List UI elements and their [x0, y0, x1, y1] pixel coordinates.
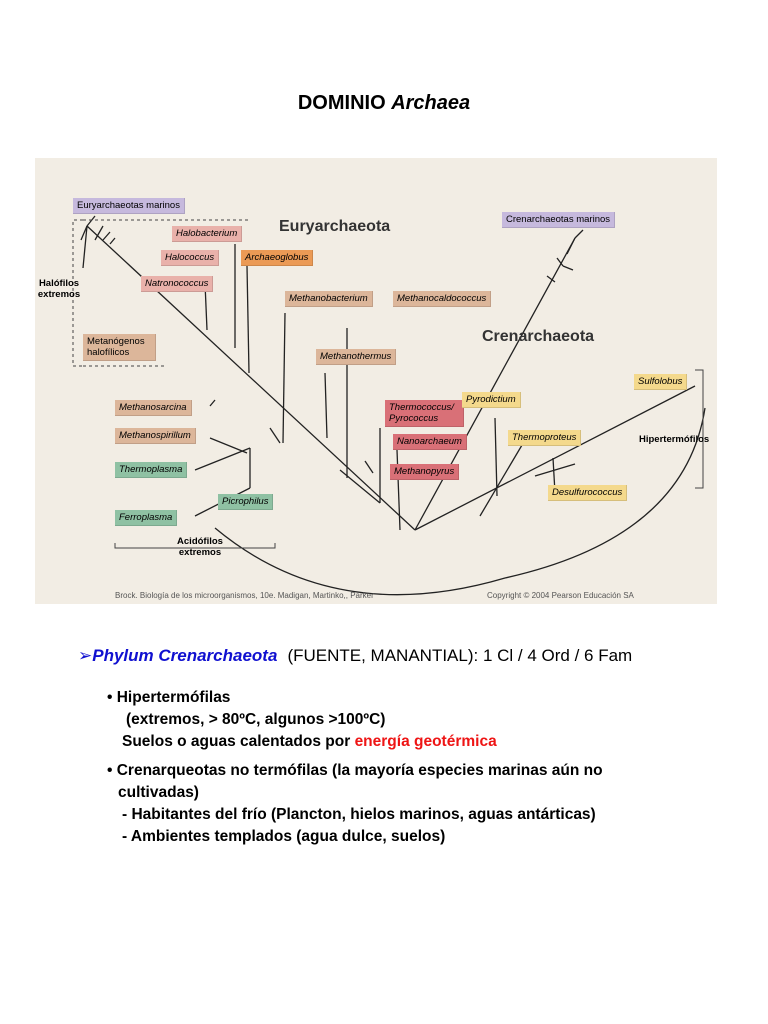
taxon-metanogenos-halofilicos: Metanógenos halofílicos	[83, 334, 156, 361]
label-hipertermofilos: Hipertermófilos	[639, 434, 710, 445]
bullet-ambientes-templados: - Ambientes templados (agua dulce, suelo…	[122, 828, 446, 845]
group-euryarchaeota: Euryarchaeota	[279, 218, 391, 235]
taxon-methanospirillum: Methanospirillum	[115, 428, 196, 444]
phylogenetic-tree-figure: Euryarchaeota Crenarchaeota Halófilos ex…	[35, 158, 717, 604]
taxon-halococcus: Halococcus	[161, 250, 220, 266]
label-acidofilos: Acidófilos extremos	[177, 536, 223, 558]
title-main: DOMINIO	[297, 92, 386, 114]
bullet-habitantes-frio: - Habitantes del frío (Plancton, hielos …	[122, 806, 596, 823]
bullet-hipertermofilas-range: (extremos, > 80ºC, algunos >100ºC)	[126, 711, 386, 728]
taxon-methanopyrus: Methanopyrus	[390, 464, 460, 480]
phylum-name: Phylum Crenarchaeota	[92, 646, 278, 665]
taxon-crenarchaeotas-marinos: Crenarchaeotas marinos	[502, 212, 616, 228]
taxon-methanobacterium: Methanobacterium	[285, 291, 373, 307]
figure-credit-copyright: Copyright © 2004 Pearson Educación SA	[487, 591, 634, 600]
taxon-halobacterium: Halobacterium	[172, 226, 243, 242]
bullet-hipertermofilas-habitat: Suelos o aguas calentados por energía ge…	[122, 731, 497, 753]
taxon-thermococcus-pyrococcus: Thermococcus/ Pyrococcus	[385, 400, 464, 427]
taxon-pyrodictium: Pyrodictium	[462, 392, 521, 408]
phylum-details: (FUENTE, MANANTIAL): 1 Cl / 4 Ord / 6 Fa…	[287, 646, 633, 665]
label-halofilos: Halófilos extremos	[37, 278, 81, 300]
arrow-bullet-icon: ➢	[78, 646, 93, 665]
taxon-picrophilus: Picrophilus	[218, 494, 274, 510]
page-title: DOMINIO Archaea	[0, 92, 768, 115]
habitat-text: Suelos o aguas calentados por	[122, 733, 355, 750]
habitat-highlight: energía geotérmica	[354, 733, 497, 750]
taxon-nanoarchaeum: Nanoarchaeum	[393, 434, 467, 450]
group-crenarchaeota: Crenarchaeota	[482, 328, 595, 345]
tree-lines	[72, 215, 706, 596]
taxon-desulfurococcus: Desulfurococcus	[548, 485, 628, 501]
bullet-no-termofilas: • Crenarqueotas no termófilas (la mayorí…	[107, 762, 603, 779]
bullet-hipertermofilas: • Hipertermófilas	[107, 689, 231, 706]
taxon-methanothermus: Methanothermus	[316, 349, 397, 365]
taxon-euryarchaeotas-marinos: Euryarchaeotas marinos	[73, 198, 185, 214]
taxon-methanosarcina: Methanosarcina	[115, 400, 192, 416]
bullet-no-termofilas-cont: cultivadas)	[118, 784, 199, 801]
phylum-heading: ➢Phylum Crenarchaeota (FUENTE, MANANTIAL)…	[78, 646, 632, 666]
taxon-archaeoglobus: Archaeoglobus	[241, 250, 314, 266]
taxon-thermoplasma: Thermoplasma	[115, 462, 188, 478]
taxon-methanocaldococcus: Methanocaldococcus	[393, 291, 492, 307]
figure-credit-source: Brock. Biología de los microorganismos, …	[115, 591, 374, 600]
taxon-natronococcus: Natronococcus	[141, 276, 214, 292]
taxon-thermoproteus: Thermoproteus	[508, 430, 582, 446]
taxon-ferroplasma: Ferroplasma	[115, 510, 178, 526]
taxon-sulfolobus: Sulfolobus	[634, 374, 688, 390]
title-italic: Archaea	[391, 92, 471, 114]
